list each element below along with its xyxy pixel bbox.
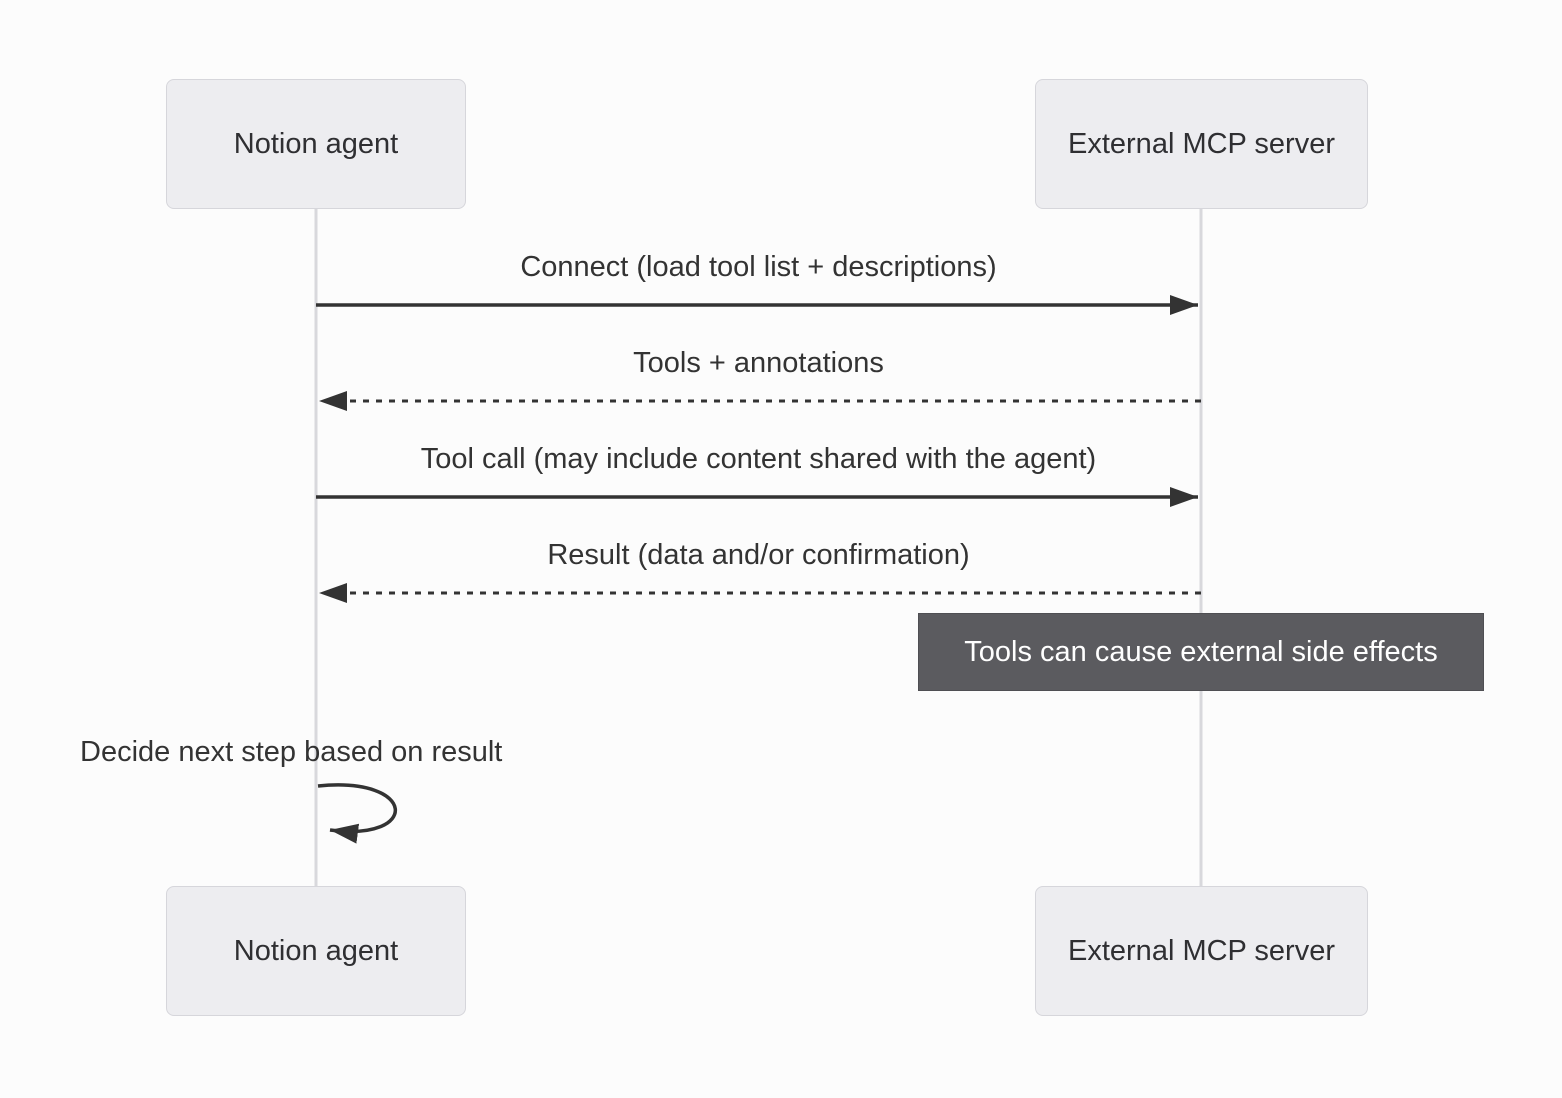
actor-box-notion-agent-bottom: Notion agent bbox=[166, 886, 466, 1016]
self-loop-arrow bbox=[317, 783, 398, 844]
message-label-tool-call: Tool call (may include content shared wi… bbox=[420, 443, 1097, 475]
message-label-result: Result (data and/or confirmation) bbox=[547, 539, 970, 571]
message-label-decide-next-step: Decide next step based on result bbox=[80, 736, 503, 768]
actor-box-external-mcp-server-bottom: External MCP server bbox=[1035, 886, 1368, 1016]
actor-label: Notion agent bbox=[233, 934, 399, 967]
actor-box-external-mcp-server-top: External MCP server bbox=[1035, 79, 1368, 209]
actor-label: Notion agent bbox=[233, 127, 399, 160]
note-side-effects: Tools can cause external side effects bbox=[918, 613, 1484, 691]
actor-label: External MCP server bbox=[1068, 934, 1335, 967]
actor-label: External MCP server bbox=[1068, 127, 1335, 160]
note-label: Tools can cause external side effects bbox=[964, 635, 1438, 668]
message-label-tools-annotations: Tools + annotations bbox=[633, 347, 884, 379]
actor-box-notion-agent-top: Notion agent bbox=[166, 79, 466, 209]
message-label-connect: Connect (load tool list + descriptions) bbox=[520, 251, 997, 283]
